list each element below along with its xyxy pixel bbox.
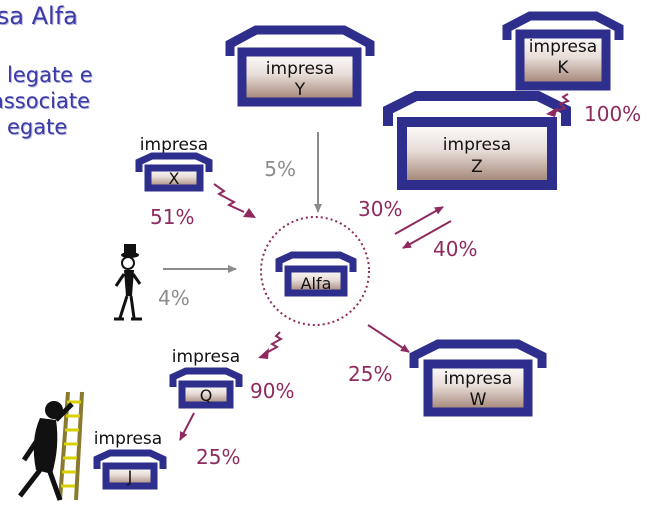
slide-title: esa Alfa <box>0 2 78 30</box>
pct-q-j: 25% <box>196 445 240 469</box>
link-k-z-arrowhead <box>546 107 558 117</box>
link-alfa-z <box>394 206 444 235</box>
house-w-letter: W <box>470 390 487 410</box>
house-w-label: impresa <box>444 369 512 389</box>
house-z-letter: Z <box>471 157 483 177</box>
climber-figure <box>18 391 84 501</box>
house-k-letter: K <box>557 58 569 78</box>
house-y-label: impresa <box>266 59 334 79</box>
pct-y-alfa: 5% <box>264 157 296 181</box>
pct-person-alfa: 4% <box>158 286 190 310</box>
house-impresa-z: impresa Z <box>383 91 571 190</box>
house-y-letter: Y <box>294 80 306 100</box>
pct-z-alfa: 40% <box>433 237 477 261</box>
house-impresa-k: impresa K <box>502 11 624 91</box>
house-q-letter: Q <box>200 386 213 405</box>
link-x-alfa-arrowhead <box>243 208 256 218</box>
subtitle-line-1: legate e <box>7 63 93 87</box>
subtitle-line-2: associate <box>0 89 91 113</box>
link-alfa-q <box>267 331 283 353</box>
house-q-label: impresa <box>172 347 240 367</box>
link-alfa-q-arrowhead <box>258 348 269 359</box>
pct-k-z: 100% <box>584 102 641 126</box>
alfa-dotted-circle <box>260 216 370 326</box>
house-impresa-y: impresa Y <box>225 25 375 107</box>
link-x-alfa <box>213 183 245 213</box>
house-z-label: impresa <box>443 135 511 155</box>
link-alfa-w <box>367 324 410 353</box>
house-x-letter: X <box>169 169 180 188</box>
house-impresa-q: impresa Q <box>169 347 243 409</box>
house-impresa-w: impresa W <box>409 339 547 417</box>
house-k-label: impresa <box>529 37 597 57</box>
person-figure <box>114 244 142 321</box>
house-j-label: impresa <box>94 429 162 449</box>
house-impresa-j: impresa J <box>93 429 167 490</box>
link-z-alfa <box>402 220 452 249</box>
house-impresa-x: impresa X <box>135 135 213 192</box>
pct-alfa-z: 30% <box>358 197 402 221</box>
link-k-z <box>555 93 570 112</box>
link-q-j <box>179 412 195 441</box>
house-alfa: Alfa <box>260 216 370 326</box>
pct-x-alfa: 51% <box>150 205 194 229</box>
house-alfa-label: Alfa <box>301 274 332 293</box>
pct-alfa-w: 25% <box>348 362 392 386</box>
house-x-label: impresa <box>140 135 208 155</box>
pct-alfa-q: 90% <box>250 379 294 403</box>
house-j-letter: J <box>127 467 133 486</box>
subtitle-line-3: egate <box>7 115 68 139</box>
